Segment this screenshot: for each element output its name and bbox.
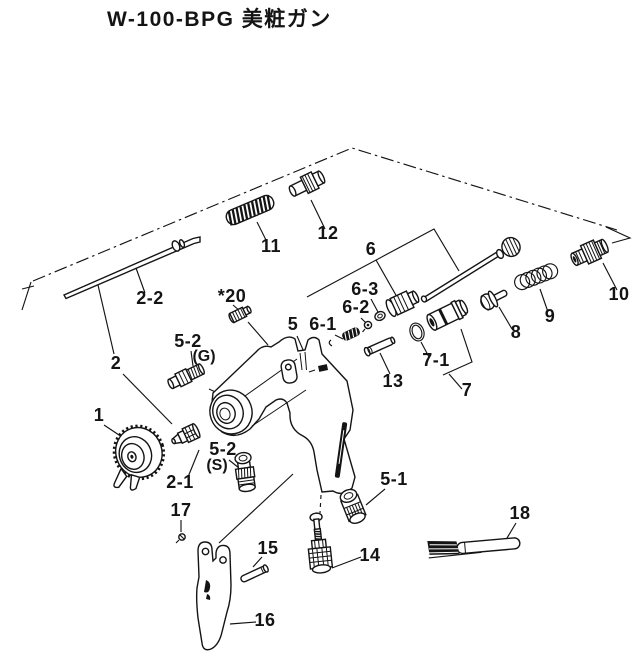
cleaning-brush-part bbox=[427, 537, 521, 559]
fluid-nozzle-part bbox=[171, 422, 201, 445]
callout-6: 6 bbox=[366, 239, 377, 259]
needle-spring-part bbox=[225, 194, 275, 226]
air-cap-part bbox=[112, 424, 166, 491]
air-joint-g-part bbox=[167, 363, 205, 390]
callout-15: 15 bbox=[257, 538, 278, 558]
callout-2: 2 bbox=[111, 353, 122, 373]
callout-5-1: 5-1 bbox=[380, 469, 408, 489]
leader-lines bbox=[97, 199, 618, 625]
air-valve-nut bbox=[374, 310, 386, 322]
plug-part bbox=[228, 305, 252, 324]
callout-9: 9 bbox=[545, 306, 556, 326]
set-screw-part bbox=[175, 533, 186, 544]
callout-5-2g: 5-2 bbox=[174, 331, 202, 351]
diagram-title: W-100-BPG 美粧ガン bbox=[107, 7, 332, 31]
callout-7: 7 bbox=[462, 380, 473, 400]
valve-spring-part bbox=[514, 263, 559, 291]
callout-11: 11 bbox=[261, 236, 281, 256]
callout-1: 1 bbox=[94, 405, 105, 425]
fluid-adjust-part bbox=[307, 512, 334, 574]
callout-labels: 1 2 2-1 2-2 5 5-1 5-2 (G) 5-2 (S) 6 6-1 … bbox=[94, 223, 629, 630]
callout-5-2s: 5-2 bbox=[209, 439, 237, 459]
callout-7-1: 7-1 bbox=[422, 350, 450, 370]
air-valve-set bbox=[328, 236, 521, 347]
callout-13: 13 bbox=[382, 371, 403, 391]
callout-5: 5 bbox=[288, 314, 299, 334]
trigger-pin-part bbox=[240, 564, 269, 583]
callout-5-2g-sub: (G) bbox=[192, 348, 215, 365]
bolt-part bbox=[480, 289, 508, 311]
callout-16: 16 bbox=[254, 610, 275, 630]
air-valve-body bbox=[385, 290, 420, 318]
callout-2-1: 2-1 bbox=[166, 472, 194, 492]
body-logo-mark bbox=[308, 364, 329, 373]
fluid-joint-s-part bbox=[234, 451, 256, 493]
callout-18: 18 bbox=[509, 503, 530, 523]
callout-6-1: 6-1 bbox=[309, 314, 337, 334]
callout-6-2: 6-2 bbox=[342, 297, 370, 317]
air-valve-spring bbox=[342, 327, 360, 341]
air-valve-seat bbox=[362, 320, 373, 333]
fluid-needle-part bbox=[63, 236, 201, 300]
valve-pin-part bbox=[363, 336, 396, 357]
callout-8: 8 bbox=[511, 322, 522, 342]
callout-17: 17 bbox=[170, 500, 191, 520]
valve-clip bbox=[328, 339, 333, 347]
callout-2-2: 2-2 bbox=[136, 288, 164, 308]
assembly-centerline bbox=[21, 147, 632, 311]
callout-5-2s-sub: (S) bbox=[206, 457, 227, 474]
o-ring-part bbox=[409, 322, 425, 342]
callout-6-3: 6-3 bbox=[351, 279, 379, 299]
piston-valve-part bbox=[426, 299, 469, 331]
callout-12: 12 bbox=[317, 223, 338, 243]
callout-14: 14 bbox=[359, 545, 380, 565]
joint-fitting-part bbox=[288, 170, 326, 197]
air-nipple-part bbox=[570, 238, 609, 267]
trigger-part bbox=[195, 541, 232, 651]
air-valve-stem bbox=[420, 236, 521, 303]
fluid-nipple-part bbox=[339, 488, 367, 524]
callout-20: *20 bbox=[218, 286, 247, 306]
callout-10: 10 bbox=[608, 284, 629, 304]
gun-body-part bbox=[209, 336, 356, 495]
